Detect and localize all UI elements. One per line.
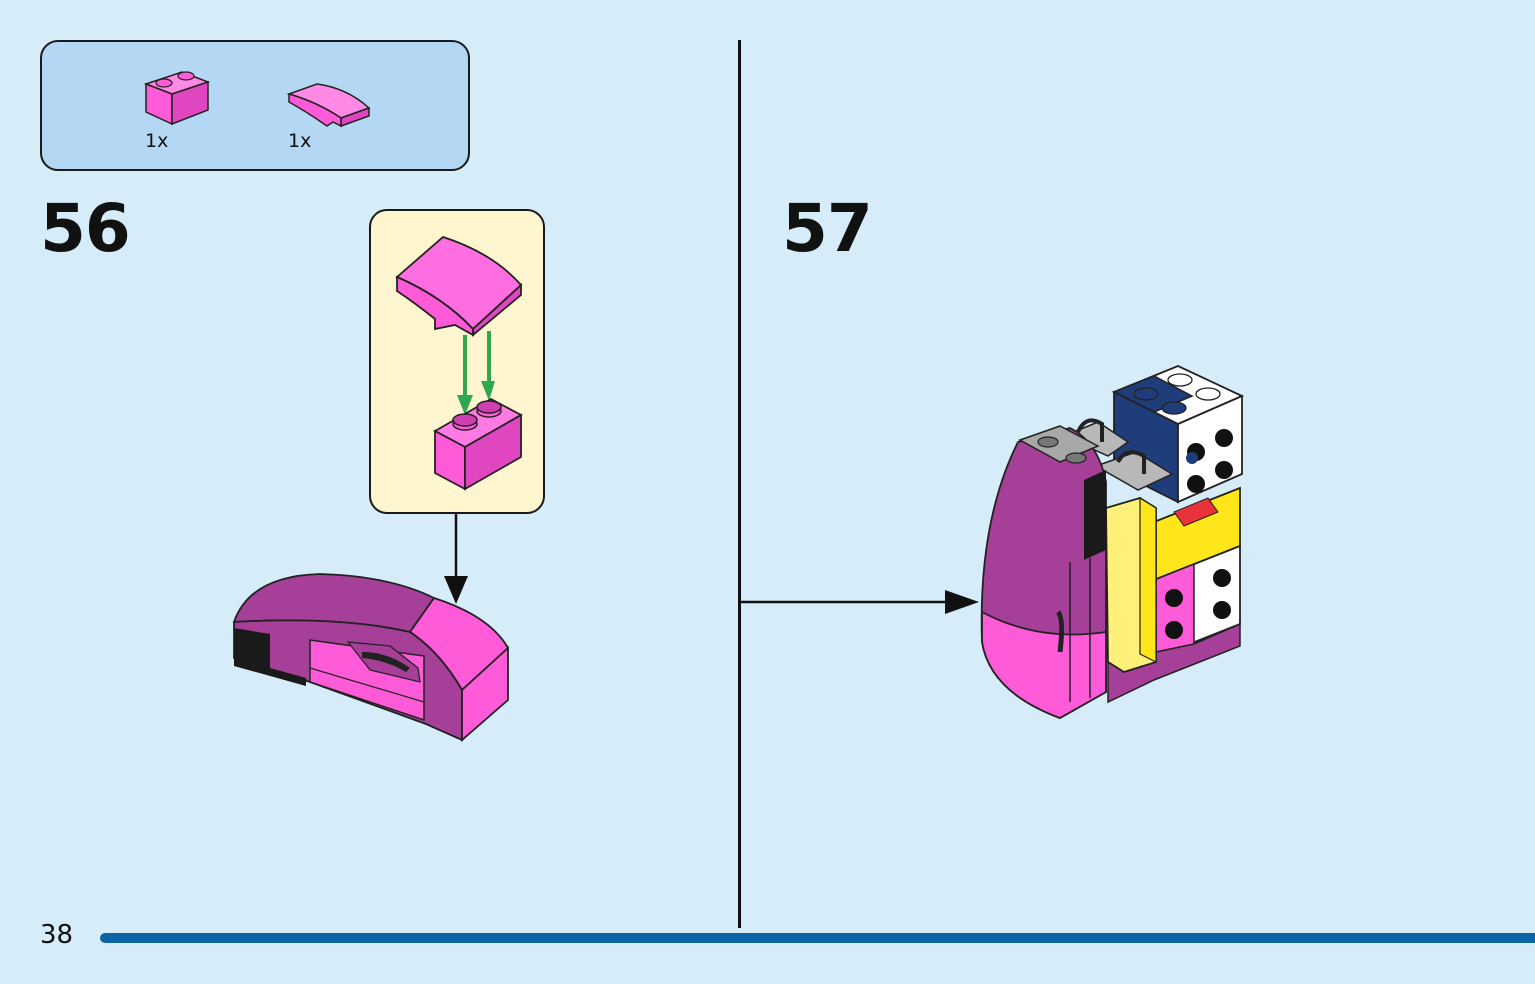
part-quantity: 1x <box>288 130 312 152</box>
pink-brick-1x2-icon <box>143 71 211 126</box>
step-divider <box>738 40 741 928</box>
parts-list-box: 1x 1x <box>40 40 470 171</box>
down-arrow-icon <box>444 514 468 604</box>
right-arrow-icon <box>741 590 979 614</box>
part-quantity: 1x <box>145 130 169 152</box>
pink-curved-slope-icon <box>395 235 523 337</box>
pink-brick-1x2-icon <box>433 397 523 491</box>
step-number: 57 <box>782 190 873 267</box>
step-57-model-illustration <box>980 365 1245 719</box>
pink-curved-slope-icon <box>286 83 371 128</box>
footer-accent-bar <box>100 933 1535 943</box>
step-number: 56 <box>40 190 131 267</box>
green-arrow-icon <box>457 331 495 415</box>
sub-assembly-callout <box>369 209 545 514</box>
step-56-model-illustration <box>232 573 510 742</box>
page-number: 38 <box>40 920 74 950</box>
